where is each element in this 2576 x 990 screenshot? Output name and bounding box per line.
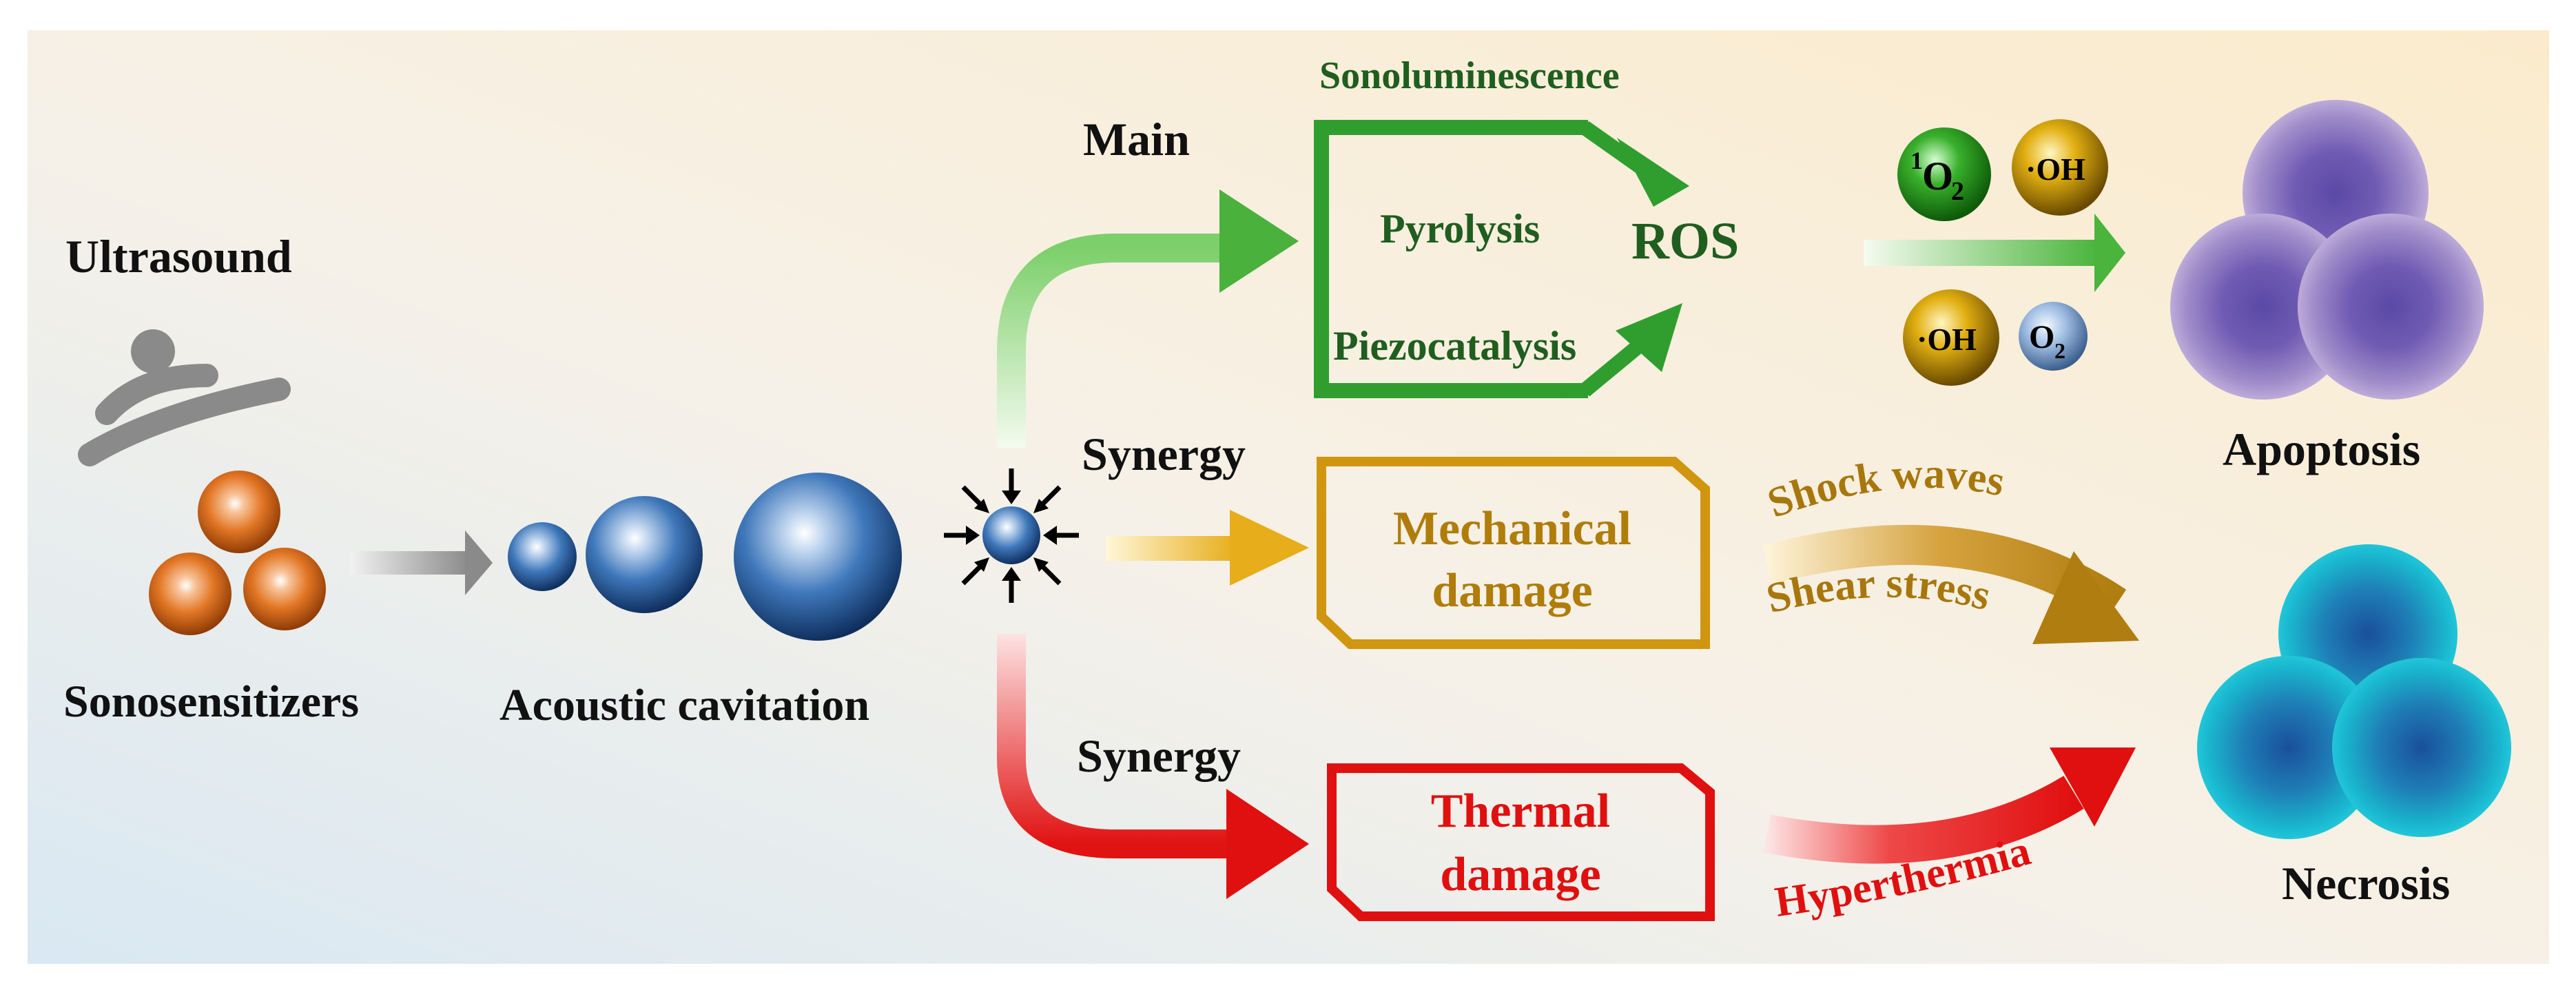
thermal-damage-box [1327,763,1715,921]
ultrasound-label: Ultrasound [65,230,292,282]
svg-text:2: 2 [1951,177,1964,206]
ros-bracket [1314,120,1689,398]
svg-text:1: 1 [1910,147,1923,174]
cyan-cell-icon [2332,658,2511,837]
hydroxyl-radical-icon: ·OH [1903,289,1999,386]
svg-text:O: O [2029,319,2054,355]
cavitation-bubbles [508,473,902,641]
svg-text:2: 2 [2054,338,2065,363]
apoptosis-cells [2170,100,2484,400]
orange-sphere-icon [243,548,326,630]
ros-to-apoptosis-arrow [1864,214,2125,292]
main-label: Main [1083,113,1190,165]
synergy-label-thermal: Synergy [1077,730,1241,782]
pyrolysis-label: Pyrolysis [1380,206,1540,251]
mechanical-to-necrosis-arrow [1762,524,2139,644]
mechanical-damage-line2: damage [1432,564,1592,617]
sonoluminescence-label: Sonoluminescence [1319,54,1620,97]
svg-text:·OH: ·OH [1917,322,1977,357]
thermal-damage-line1: Thermal [1431,785,1611,838]
ultrasound-wave-icon [78,329,291,466]
svg-text:·OH: ·OH [2026,152,2085,187]
mechanical-damage-box [1317,457,1710,649]
gray-arrow [350,530,493,595]
sonosensitizer-cluster [149,471,326,635]
yellow-arrow [1106,510,1309,586]
piezocatalysis-label: Piezocatalysis [1333,323,1576,369]
blue-bubble-icon [508,522,577,591]
thermal-to-necrosis-arrow [1763,747,2136,864]
thermal-damage-line2: damage [1440,848,1600,901]
cyan-cell-icon [2197,656,2380,839]
blue-bubble-icon [734,473,902,641]
singlet-oxygen-icon: 1 O 2 [1897,127,1991,221]
blue-bubble-icon [586,496,703,613]
orange-sphere-icon [149,553,231,635]
purple-cell-icon [2298,214,2484,400]
purple-cell-icon [2170,214,2356,400]
necrosis-label: Necrosis [2282,857,2450,909]
collapse-arrows-icon [944,468,1079,603]
orange-sphere-icon [198,471,280,553]
necrosis-cells [2197,544,2511,839]
ros-label: ROS [1631,212,1739,270]
red-thermal-arrow [997,634,1309,899]
apoptosis-label: Apoptosis [2223,423,2420,475]
svg-text:O: O [1922,154,1953,198]
sonosensitizers-label: Sonosensitizers [63,677,359,727]
background-panel [28,30,2549,964]
superoxide-icon: O 2 [2019,302,2088,371]
acoustic-cavitation-label: Acoustic cavitation [499,680,869,730]
synergy-label-mechanical: Synergy [1082,428,1246,480]
green-main-arrow [997,189,1299,448]
hydroxyl-radical-icon: ·OH [2012,119,2108,216]
mechanical-damage-line1: Mechanical [1393,502,1631,555]
